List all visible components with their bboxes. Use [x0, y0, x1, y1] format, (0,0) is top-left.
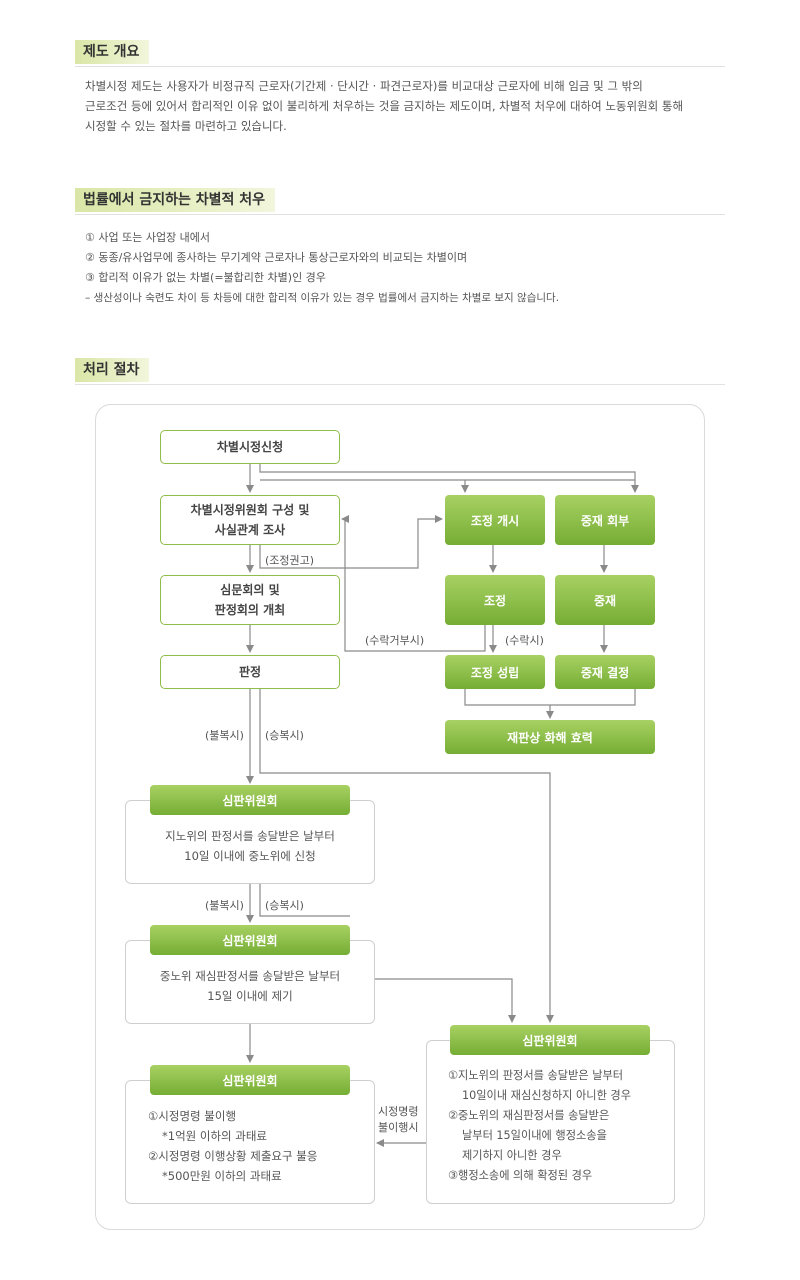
- step-arbitration-label: 중재: [593, 593, 617, 608]
- step-hearing-line2: 판정회의 개최: [214, 603, 286, 617]
- step-arbitration-referral: 중재 회부: [555, 495, 655, 545]
- tribunal-box-2-title-label: 심판위원회: [222, 933, 278, 948]
- tribunal-box-4-line4: 날부터 15일이내에 행정소송을: [462, 1129, 607, 1142]
- tribunal-box-4-line3: ②중노위의 재심판정서를 송달받은: [448, 1109, 610, 1122]
- label-recommend: (조정권고): [265, 554, 315, 567]
- label-dissent-2: (불복시): [205, 899, 244, 912]
- overview-line-1: 차별시정 제도는 사용자가 비정규직 근로자(기간제 · 단시간 · 파견근로자…: [85, 79, 643, 93]
- tribunal-box-1-line2: 10일 이내에 중노위에 신청: [184, 849, 316, 863]
- tribunal-box-4-line2: 10일이내 재심신청하지 아니한 경우: [462, 1089, 631, 1102]
- prohibited-item-3: ③ 합리적 이유가 없는 차별(=불합리한 차별)인 경우: [85, 271, 326, 284]
- step-mediation-done-label: 조정 성립: [470, 665, 520, 680]
- label-noncompliance-line2: 불이행시: [378, 1121, 419, 1134]
- step-mediation-start-label: 조정 개시: [470, 513, 520, 528]
- tribunal-box-4-title: 심판위원회: [450, 1025, 650, 1055]
- tribunal-box-1-title: 심판위원회: [150, 785, 350, 815]
- step-judgment: 판정: [160, 655, 340, 689]
- step-arbitration-done-label: 중재 결정: [580, 665, 630, 680]
- tribunal-box-3-text: ①시정명령 불이행 *1억원 이하의 과태료 ②시정명령 이행상황 제출요구 불…: [148, 1106, 317, 1186]
- tribunal-box-4-line1: ①지노위의 판정서를 송달받은 날부터: [448, 1069, 624, 1082]
- tribunal-box-1-text: 지노위의 판정서를 송달받은 날부터 10일 이내에 중노위에 신청: [125, 826, 375, 866]
- step-mediation-label: 조정: [483, 593, 507, 608]
- section-header-prohibited: 법률에서 금지하는 차별적 처우: [75, 188, 725, 215]
- label-dissent-1: (불복시): [205, 729, 244, 742]
- tribunal-box-3-line3: ②시정명령 이행상황 제출요구 불응: [148, 1149, 318, 1163]
- section-title: 처리 절차: [75, 358, 150, 382]
- tribunal-box-3-line2: *1억원 이하의 과태료: [162, 1129, 268, 1143]
- step-hearing: 심문회의 및 판정회의 개최: [160, 575, 340, 625]
- tribunal-box-3-line4: *500만원 이하의 과태료: [162, 1169, 282, 1183]
- step-hearing-line1: 심문회의 및: [220, 583, 280, 597]
- tribunal-box-3-title: 심판위원회: [150, 1065, 350, 1095]
- prohibited-item-1: ① 사업 또는 사업장 내에서: [85, 231, 211, 244]
- label-comply-2: (승복시): [265, 899, 304, 912]
- prohibited-item-2: ② 동종/유사업무에 종사하는 무기계약 근로자나 통상근로자와의 비교되는 차…: [85, 251, 468, 264]
- label-reject: (수락거부시): [365, 634, 425, 647]
- section-header-overview: 제도 개요: [75, 40, 725, 67]
- step-arbitration-done: 중재 결정: [555, 655, 655, 689]
- flowchart-frame: [95, 404, 705, 1230]
- label-noncompliance: 시정명령 불이행시: [378, 1104, 418, 1136]
- step-arbitration-referral-label: 중재 회부: [580, 513, 630, 528]
- overview-line-2: 근로조건 등에 있어서 합리적인 이유 없이 불리하게 처우하는 것을 금지하는…: [85, 99, 684, 113]
- tribunal-box-2-text: 중노위 재심판정서를 송달받은 날부터 15일 이내에 제기: [125, 966, 375, 1006]
- tribunal-box-4-line6: ③행정소송에 의해 확정된 경우: [448, 1169, 593, 1182]
- tribunal-box-3-line1: ①시정명령 불이행: [148, 1109, 237, 1123]
- step-settlement-label: 재판상 화해 효력: [507, 730, 593, 745]
- step-mediation-start: 조정 개시: [445, 495, 545, 545]
- tribunal-box-3: [125, 1080, 375, 1204]
- step-arbitration: 중재: [555, 575, 655, 625]
- tribunal-box-2-title: 심판위원회: [150, 925, 350, 955]
- tribunal-box-3-title-label: 심판위원회: [222, 1073, 278, 1088]
- overview-line-3: 시정할 수 있는 절차를 마련하고 있습니다.: [85, 119, 287, 133]
- section-title: 법률에서 금지하는 차별적 처우: [75, 188, 276, 212]
- step-committee: 차별시정위원회 구성 및 사실관계 조사: [160, 495, 340, 545]
- step-apply-label: 차별시정신청: [216, 440, 284, 454]
- tribunal-box-4-line5: 제기하지 아니한 경우: [462, 1149, 562, 1162]
- step-apply: 차별시정신청: [160, 430, 340, 464]
- step-mediation-done: 조정 성립: [445, 655, 545, 689]
- tribunal-box-1-line1: 지노위의 판정서를 송달받은 날부터: [165, 829, 335, 843]
- label-noncompliance-line1: 시정명령: [378, 1105, 419, 1118]
- label-accept: (수락시): [505, 634, 544, 647]
- tribunal-box-2-line1: 중노위 재심판정서를 송달받은 날부터: [159, 969, 341, 983]
- tribunal-box-2-line2: 15일 이내에 제기: [207, 989, 293, 1003]
- tribunal-box-4-text: ①지노위의 판정서를 송달받은 날부터 10일이내 재심신청하지 아니한 경우 …: [448, 1066, 631, 1186]
- tribunal-box-1-title-label: 심판위원회: [222, 793, 278, 808]
- step-committee-line2: 사실관계 조사: [214, 523, 286, 537]
- step-mediation: 조정: [445, 575, 545, 625]
- section-header-procedure: 처리 절차: [75, 358, 725, 385]
- step-judgment-label: 판정: [238, 665, 262, 679]
- label-comply-1: (승복시): [265, 729, 304, 742]
- tribunal-box-4-title-label: 심판위원회: [522, 1033, 578, 1048]
- step-settlement: 재판상 화해 효력: [445, 720, 655, 754]
- tribunal-box-4: [426, 1040, 675, 1204]
- step-committee-line1: 차별시정위원회 구성 및: [190, 503, 310, 517]
- section-title: 제도 개요: [75, 40, 150, 64]
- prohibited-note: – 생산성이나 숙련도 차이 등 차등에 대한 합리적 이유가 있는 경우 법률…: [85, 292, 560, 304]
